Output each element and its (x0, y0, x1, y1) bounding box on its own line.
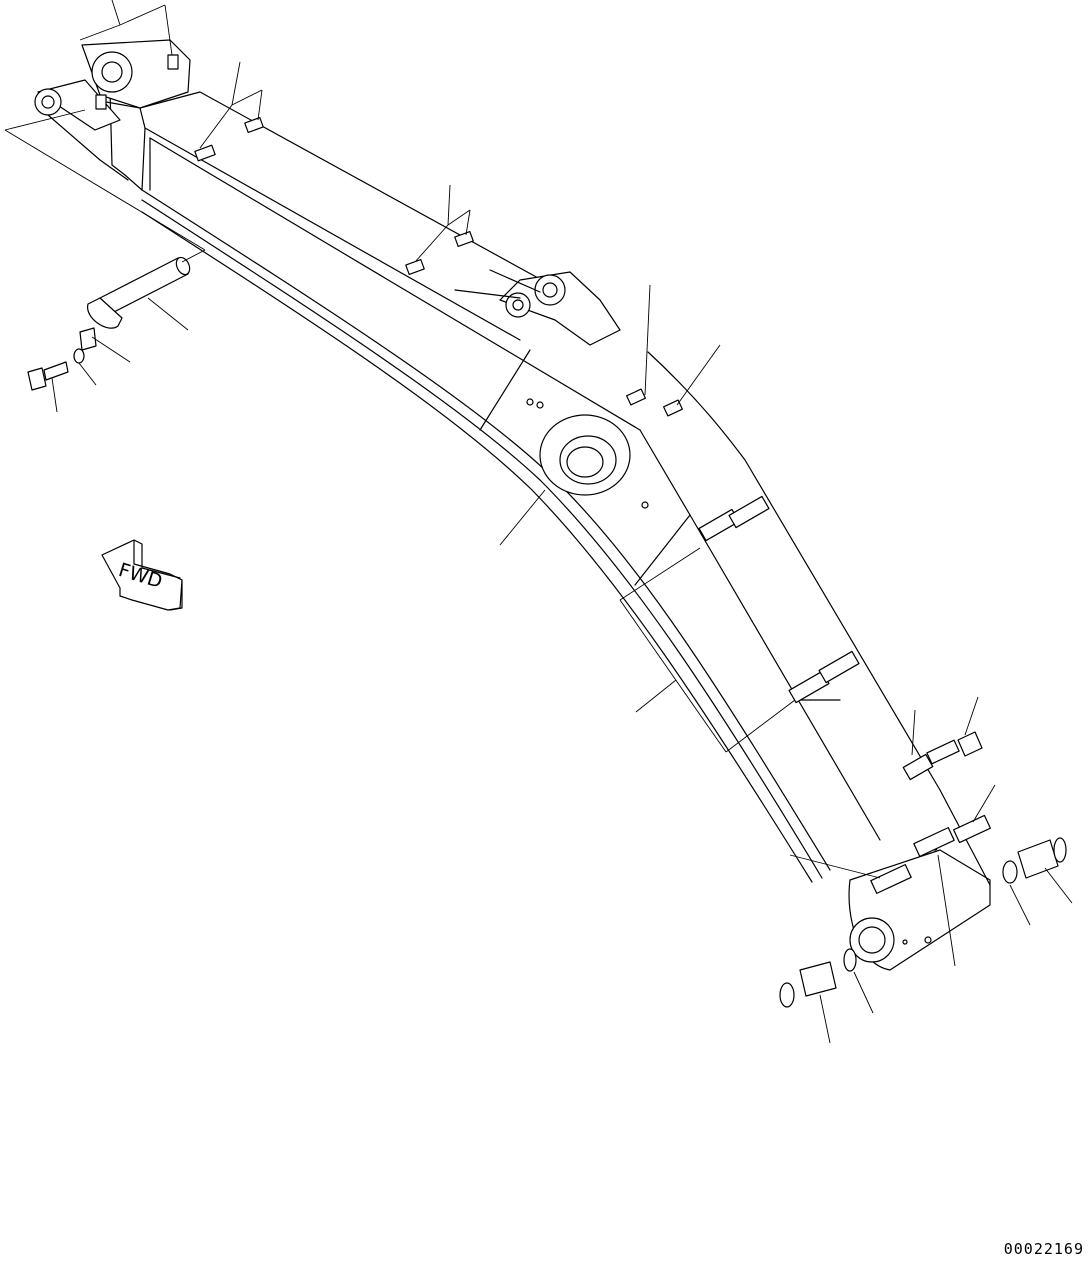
grease-fitting (927, 732, 982, 764)
bushing-left (780, 949, 856, 1007)
washer (74, 349, 84, 363)
foot-pin (88, 255, 193, 328)
pipe-clamps (96, 55, 990, 893)
leader-lines (5, 0, 1072, 1043)
forward-arrow-icon: FWD (102, 540, 182, 610)
drawing-number: 00022169 (1003, 1240, 1084, 1258)
lock-plate (80, 328, 96, 350)
bushing-right (1003, 838, 1066, 883)
boom-body (35, 40, 990, 970)
bolt (28, 362, 68, 390)
